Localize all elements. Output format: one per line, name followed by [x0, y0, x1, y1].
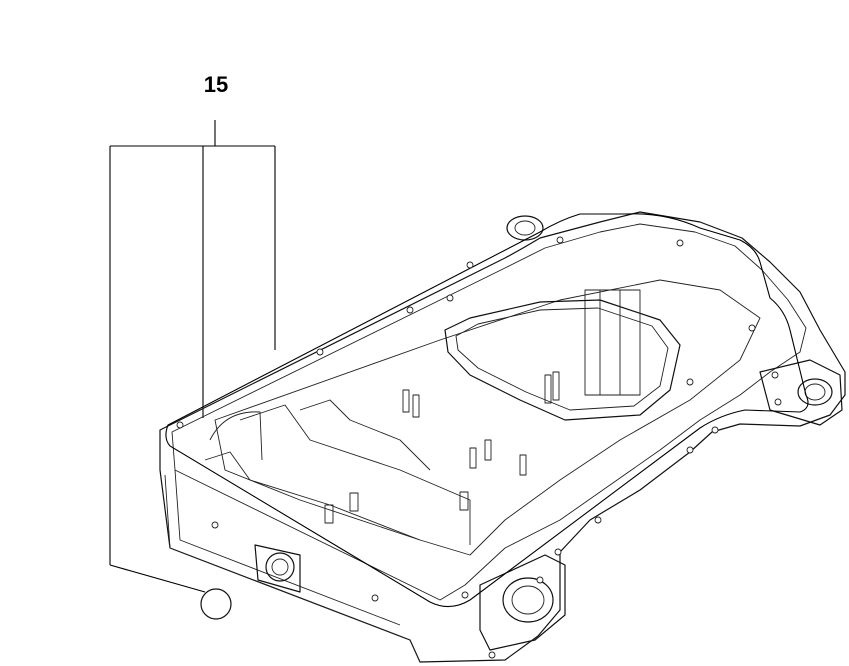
- callout-number-15: 15: [203, 72, 229, 97]
- mounting-bosses: [176, 236, 782, 659]
- housing-gasket: [165, 213, 809, 608]
- round-seal: [200, 588, 232, 620]
- callout-leader-lines: [109, 120, 276, 593]
- housing-body: [159, 211, 846, 663]
- internal-standoffs: [324, 371, 560, 524]
